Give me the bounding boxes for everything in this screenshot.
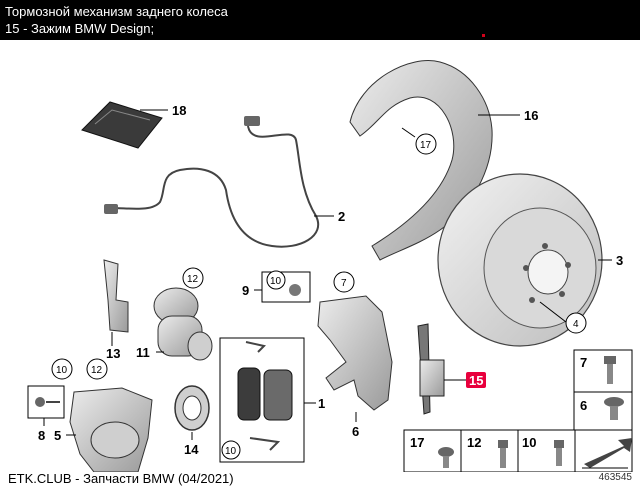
callout-14[interactable]: 14 (184, 442, 199, 457)
callout-1[interactable]: 1 (318, 396, 325, 411)
fastener-6[interactable]: 6 (580, 397, 624, 420)
svg-text:8: 8 (38, 428, 45, 443)
parts-diagram: 18 2 16 17 3 4 (27, 60, 633, 472)
callout-10-circle-a[interactable]: 10 (266, 270, 286, 290)
diagram-number: 463545 (598, 472, 632, 483)
fastener-12[interactable]: 12 (467, 435, 508, 468)
callout-12-circle-top[interactable]: 12 (182, 267, 204, 289)
svg-text:15: 15 (469, 373, 483, 388)
svg-text:6: 6 (580, 398, 587, 413)
callout-12-circle-mid[interactable]: 12 (86, 358, 108, 380)
svg-text:17: 17 (410, 435, 424, 450)
svg-text:17: 17 (420, 140, 432, 151)
callout-13[interactable]: 13 (106, 346, 120, 361)
part-6-caliper-carrier[interactable] (317, 295, 393, 422)
callout-5[interactable]: 5 (54, 428, 61, 443)
svg-text:7: 7 (580, 355, 587, 370)
part-15-clip[interactable] (417, 323, 466, 415)
svg-text:10: 10 (270, 276, 282, 287)
part-2-wear-sensor[interactable] (104, 116, 334, 248)
callout-17-circle[interactable]: 17 (415, 133, 437, 155)
fastener-grid (403, 349, 633, 472)
svg-text:12: 12 (467, 435, 481, 450)
svg-text:4: 4 (573, 319, 579, 330)
page-title: Тормозной механизм заднего колеса (5, 4, 228, 19)
callout-18[interactable]: 18 (172, 103, 186, 118)
svg-text:18: 18 (172, 103, 186, 118)
svg-text:3: 3 (616, 253, 623, 268)
svg-text:9: 9 (242, 283, 249, 298)
page-subtitle: 15 - Зажим BMW Design; (5, 21, 155, 36)
callout-8[interactable]: 8 (38, 428, 45, 443)
fastener-10[interactable]: 10 (522, 435, 564, 466)
callout-16[interactable]: 16 (524, 108, 538, 123)
svg-text:1: 1 (318, 396, 325, 411)
part-5-caliper[interactable] (66, 387, 153, 472)
part-13-bracket[interactable] (103, 259, 129, 346)
callout-10-circle-c[interactable]: 10 (51, 358, 73, 380)
footer-source: ETK.CLUB - Запчасти BMW (04/2021) (8, 471, 234, 486)
svg-text:12: 12 (187, 274, 199, 285)
part-14-ring[interactable] (174, 385, 210, 440)
svg-text:7: 7 (341, 278, 347, 289)
callout-6[interactable]: 6 (352, 424, 359, 439)
svg-text:11: 11 (136, 345, 150, 360)
svg-text:6: 6 (352, 424, 359, 439)
page-header: Тормозной механизм заднего колеса 15 - З… (0, 0, 640, 40)
red-marker (482, 34, 485, 37)
svg-text:14: 14 (184, 442, 199, 457)
callout-10-circle-b[interactable]: 10 (221, 440, 241, 460)
callout-3[interactable]: 3 (616, 253, 623, 268)
callout-7-circle[interactable]: 7 (333, 271, 355, 293)
part-8-bleed-valve[interactable] (27, 385, 65, 426)
svg-text:2: 2 (338, 209, 345, 224)
svg-text:16: 16 (524, 108, 538, 123)
callout-15-highlight[interactable]: 15 (466, 372, 486, 388)
svg-text:5: 5 (54, 428, 61, 443)
fastener-17[interactable]: 17 (410, 435, 454, 468)
svg-text:10: 10 (56, 365, 68, 376)
fastener-arrow-icon (582, 438, 632, 469)
part-9-bolt-group[interactable] (254, 271, 311, 303)
svg-text:10: 10 (225, 446, 237, 457)
part-3-brake-disc[interactable] (437, 173, 612, 347)
svg-text:10: 10 (522, 435, 536, 450)
callout-4-circle[interactable]: 4 (565, 312, 587, 334)
svg-text:13: 13 (106, 346, 120, 361)
callout-9[interactable]: 9 (242, 283, 249, 298)
part-18-sheet[interactable] (81, 101, 168, 149)
fastener-7[interactable]: 7 (580, 355, 616, 384)
part-1-brake-pads[interactable] (219, 337, 316, 463)
svg-text:12: 12 (91, 365, 103, 376)
part-11-actuator-motor[interactable] (153, 287, 213, 361)
callout-2[interactable]: 2 (338, 209, 345, 224)
callout-11[interactable]: 11 (136, 345, 150, 360)
